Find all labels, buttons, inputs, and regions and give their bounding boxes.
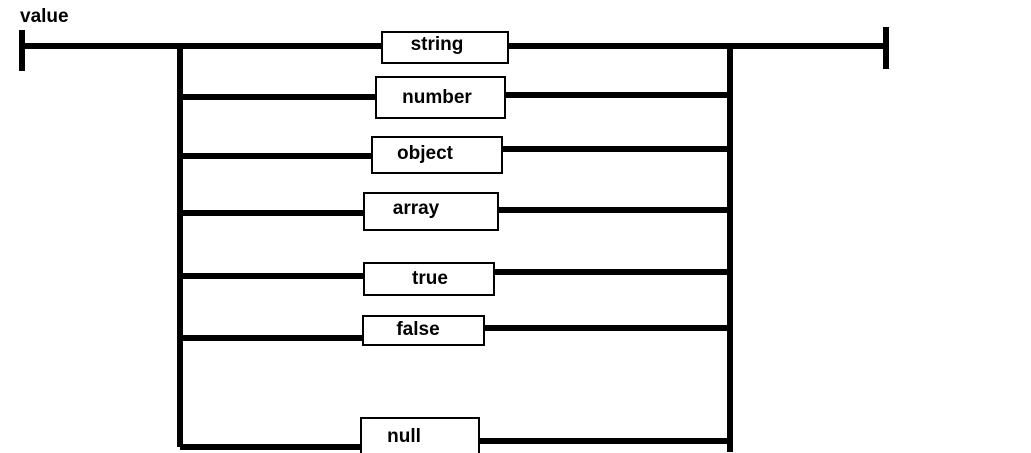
box-label-array: array <box>393 198 440 219</box>
box-true: true <box>363 262 495 296</box>
diagram-title: value <box>20 6 69 27</box>
box-string: string <box>381 31 509 64</box>
box-array: array <box>363 192 499 231</box>
box-null: null <box>360 417 480 453</box>
box-number: number <box>375 76 506 119</box>
box-label-null: null <box>387 426 421 447</box>
box-label-false: false <box>396 319 439 340</box>
box-false: false <box>362 315 485 346</box>
box-label-number: number <box>402 87 472 108</box>
box-object: object <box>371 136 503 174</box>
track-lines <box>19 27 889 452</box>
box-label-object: object <box>397 143 454 164</box>
box-label-true: true <box>412 268 448 289</box>
box-label-string: string <box>411 34 464 55</box>
